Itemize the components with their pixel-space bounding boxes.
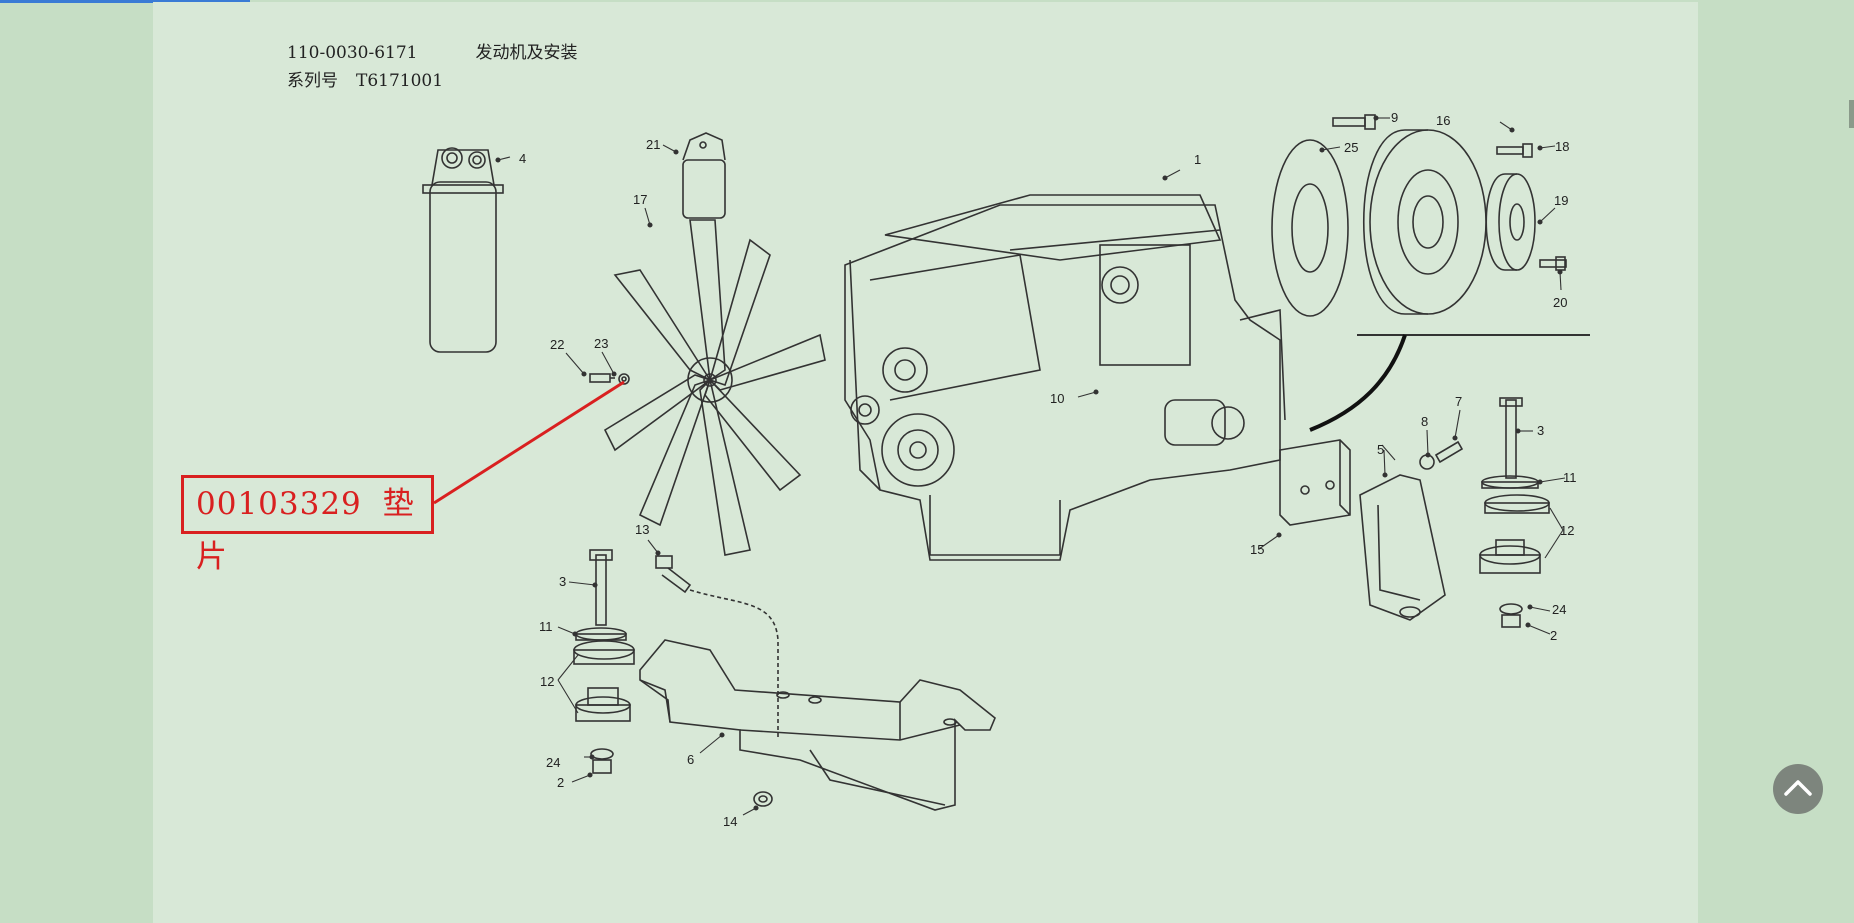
callout-leader-line (433, 380, 625, 505)
part-label: 3 (559, 574, 566, 589)
flywheel-plate-drawing (1271, 139, 1349, 317)
support-bolt-drawing (655, 555, 779, 740)
back-to-top-button[interactable] (1773, 764, 1823, 814)
part-label: 11 (1563, 470, 1577, 485)
coupling-hub-drawing (1485, 173, 1536, 271)
part-label: 6 (687, 752, 694, 767)
cooling-fan-drawing (603, 219, 826, 556)
part-label: 16 (1436, 113, 1450, 128)
part-label: 21 (646, 137, 660, 152)
spacer-block-drawing (1279, 439, 1351, 526)
page-load-progress (0, 0, 250, 3)
callout-part-code: 00103329 (196, 486, 362, 522)
part-label: 20 (1553, 295, 1567, 310)
part-label: 12 (1560, 523, 1574, 538)
header-line-2: 系列号 T6171001 (287, 66, 501, 91)
part-label: 5 (1377, 442, 1384, 457)
serial-value: T6171001 (356, 71, 444, 91)
part-label: 7 (1455, 394, 1462, 409)
part-label: 24 (546, 755, 560, 770)
right-mount-stack-drawing (1479, 397, 1550, 628)
part-label: 24 (1552, 602, 1566, 617)
part-label: 4 (519, 151, 526, 166)
oil-filter-drawing (422, 147, 504, 353)
highlighted-part-callout: 00103329 垫片 (181, 475, 434, 575)
assembly-name: 发动机及安装 (475, 43, 578, 63)
part-label: 18 (1555, 139, 1569, 154)
scrollbar-thumb[interactable] (1849, 100, 1854, 128)
fan-bolt-washer-drawing (589, 373, 630, 385)
part-label: 14 (723, 814, 737, 829)
header-line-1: 110-0030-6171 发动机及安装 (287, 38, 635, 63)
part-label: 13 (635, 522, 649, 537)
support-nut-drawing (753, 791, 773, 807)
part-label: 22 (550, 337, 564, 352)
part-label: 10 (1050, 391, 1064, 406)
flywheel-bolts-drawing (1332, 114, 1567, 271)
part-label: 2 (1550, 628, 1557, 643)
part-labels: 1 2 2 3 3 4 5 6 7 8 9 10 11 11 12 12 13 … (519, 110, 1577, 829)
part-label: 23 (594, 336, 608, 351)
part-label: 2 (557, 775, 564, 790)
serial-label: 系列号 (287, 71, 338, 91)
engine-bracket-drawing (1359, 474, 1446, 621)
part-number: 110-0030-6171 (287, 43, 418, 63)
left-mount-stack-drawing (573, 549, 635, 774)
fuel-filter-drawing (682, 132, 726, 219)
part-label: 19 (1554, 193, 1568, 208)
part-label: 3 (1537, 423, 1544, 438)
part-label: 12 (540, 674, 554, 689)
part-label: 15 (1250, 542, 1264, 557)
part-label: 25 (1344, 140, 1358, 155)
chevron-up-icon (1784, 780, 1812, 796)
part-label: 9 (1391, 110, 1398, 125)
engine-block-drawing (844, 194, 1286, 561)
part-label: 11 (539, 619, 553, 634)
flywheel-drawing (1362, 129, 1487, 315)
callout-part-name: 垫片 (196, 486, 415, 575)
part-label: 1 (1194, 152, 1201, 167)
part-label: 17 (633, 192, 647, 207)
front-support-frame-drawing (639, 639, 996, 811)
part-label: 8 (1421, 414, 1428, 429)
